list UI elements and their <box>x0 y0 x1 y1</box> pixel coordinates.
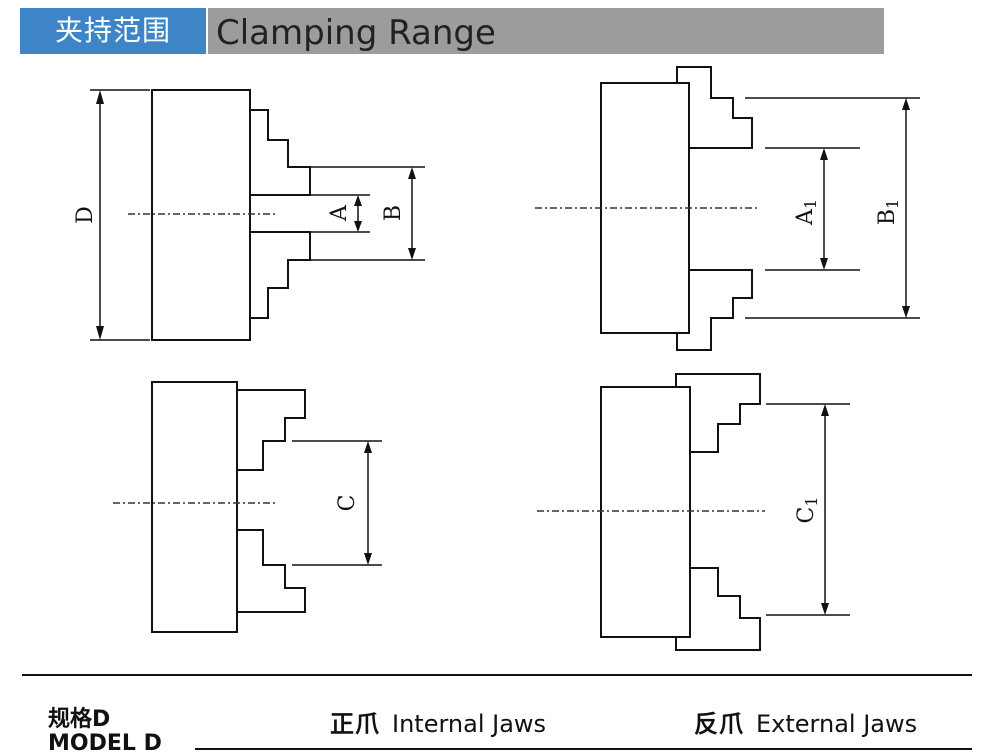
a-arrow-bottom <box>354 221 362 232</box>
column-model-en: MODEL D <box>48 731 162 756</box>
column-internal-jaws-en: Internal Jaws <box>392 710 547 738</box>
upper-jaw <box>250 109 311 196</box>
table-top-rule <box>22 674 972 676</box>
label-a1: A1 <box>793 199 820 226</box>
chuck-body <box>600 386 691 638</box>
table-header-rule <box>195 748 972 750</box>
label-a: A <box>327 204 352 222</box>
b1-arrow-top <box>902 98 910 110</box>
c1-arrow-top <box>821 404 829 416</box>
b-arrow-top <box>408 167 416 179</box>
header-title-cn: 夹持范围 <box>20 8 206 54</box>
chuck-body <box>151 381 238 633</box>
lower-jaw <box>250 231 311 319</box>
chuck-body <box>151 89 251 341</box>
column-model-cn: 规格D <box>48 707 111 732</box>
column-internal-jaws: 正爪 Internal Jaws <box>330 704 546 739</box>
section-header: 夹持范围 Clamping Range <box>20 8 884 54</box>
internal-jaws-reversed-drawing: A1 B1 <box>535 66 920 351</box>
a1-arrow-top <box>820 148 828 160</box>
label-b1: B1 <box>875 199 902 225</box>
d-arrow-bottom <box>96 326 104 340</box>
a-arrow-top <box>354 195 362 206</box>
column-internal-jaws-cn: 正爪 <box>330 710 380 738</box>
spec-table-header: 规格D MODEL D 正爪 Internal Jaws 反爪 External J… <box>0 674 1000 756</box>
header-title-en: Clamping Range <box>208 8 884 54</box>
b-arrow-bottom <box>408 248 416 260</box>
label-d: D <box>73 206 98 224</box>
upper-jaw <box>675 373 761 453</box>
label-b: B <box>381 205 406 221</box>
external-jaws-drawing: C1 <box>537 373 850 651</box>
internal-jaws-outer-drawing: D A B <box>73 89 425 341</box>
b1-arrow-bottom <box>902 306 910 318</box>
column-external-jaws: 反爪 External Jaws <box>694 704 917 739</box>
column-external-jaws-en: External Jaws <box>756 710 918 738</box>
c-arrow-top <box>364 441 372 453</box>
d-arrow-top <box>96 90 104 104</box>
lower-jaw <box>676 269 753 351</box>
label-c: C <box>335 495 360 512</box>
column-model: 规格D MODEL D <box>48 708 162 756</box>
c1-arrow-bottom <box>821 603 829 615</box>
lower-jaw <box>237 529 306 613</box>
column-external-jaws-cn: 反爪 <box>694 710 744 738</box>
upper-jaw <box>676 66 753 149</box>
c-arrow-bottom <box>364 553 372 565</box>
label-c1: C1 <box>794 496 821 523</box>
upper-jaw <box>237 389 306 471</box>
lower-jaw <box>675 567 761 651</box>
a1-arrow-bottom <box>820 258 828 270</box>
internal-jaws-inner-drawing: C <box>113 381 382 633</box>
